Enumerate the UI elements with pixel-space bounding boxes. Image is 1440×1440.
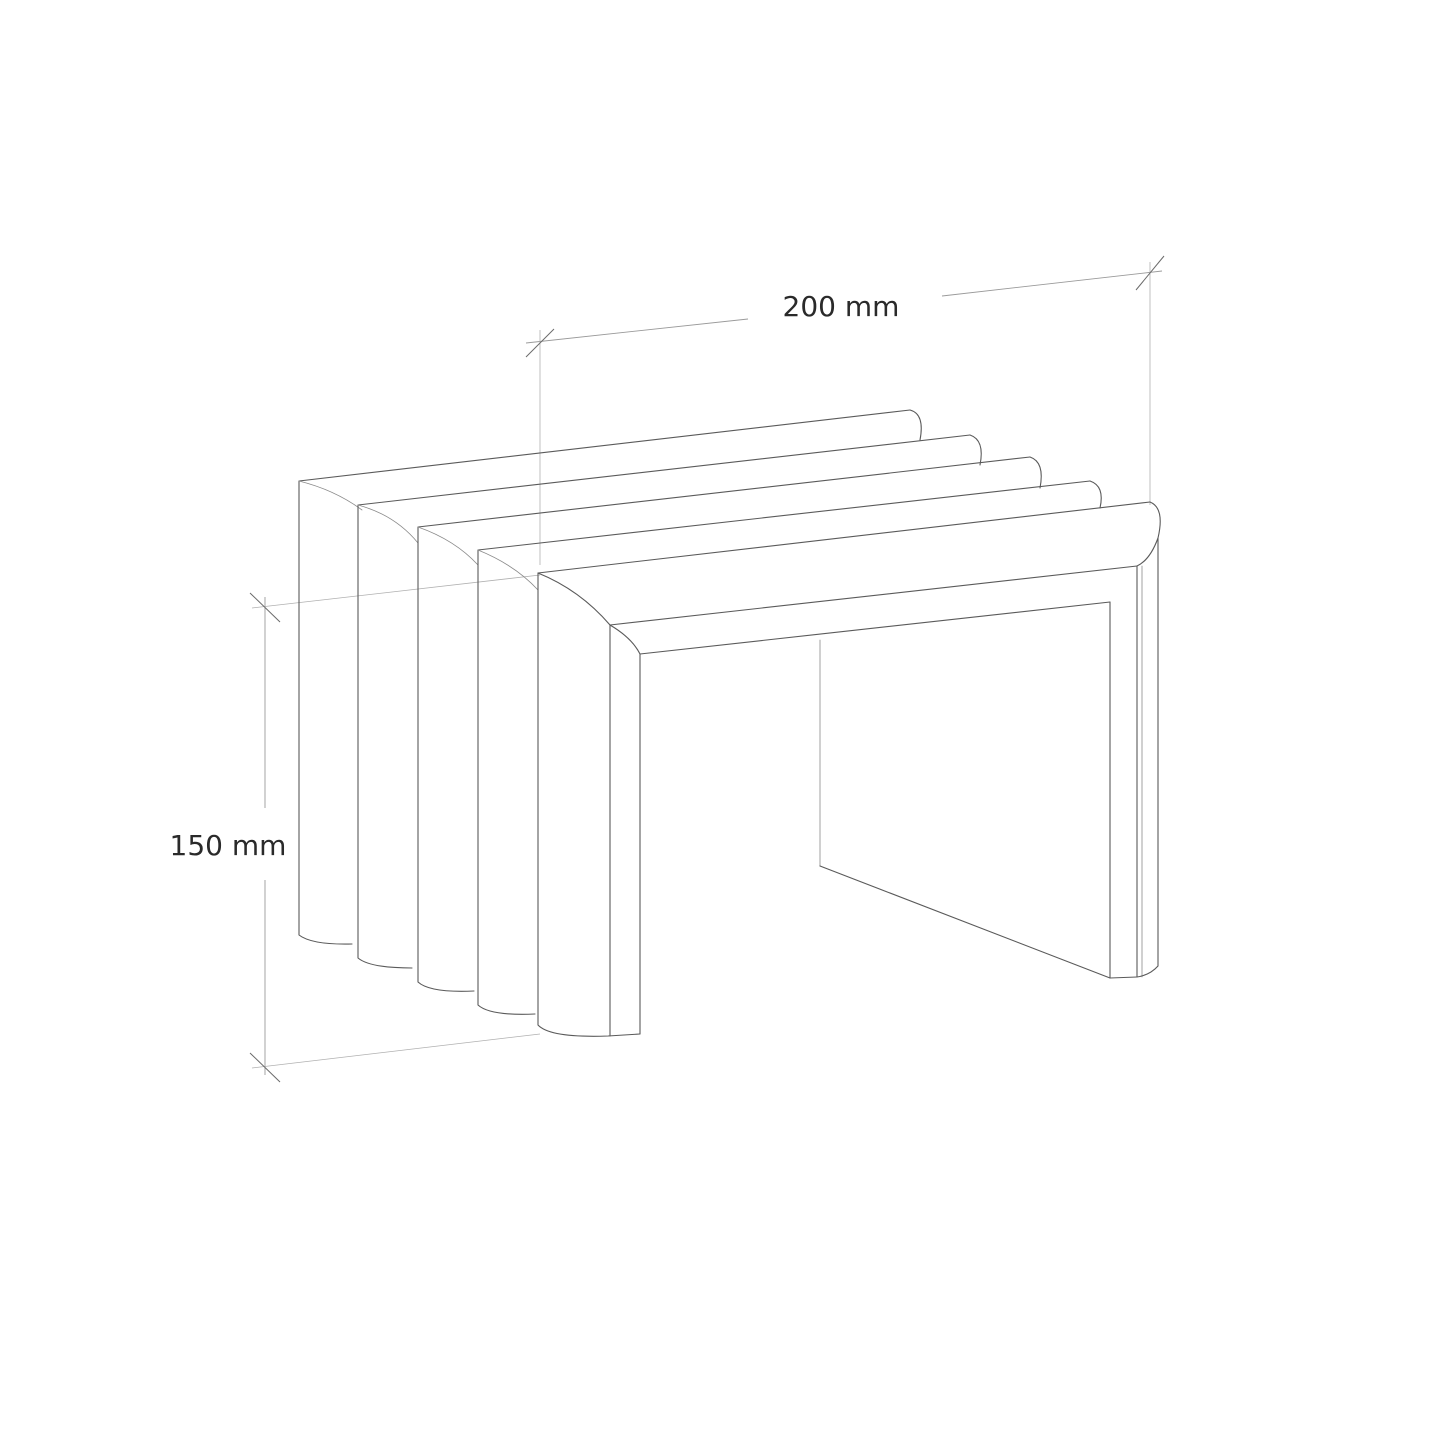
- height-tick-top: [249, 592, 281, 623]
- fin-1: [298, 409, 922, 945]
- height-dimension: 150 mm: [170, 574, 541, 1083]
- fin-2: [357, 434, 982, 969]
- width-dimension-label: 200 mm: [783, 290, 900, 323]
- width-dim-line-left: [525, 318, 749, 344]
- height-ext-line-bottom: [251, 1033, 541, 1069]
- fin-3: [417, 456, 1042, 992]
- object: [298, 409, 1161, 1037]
- height-tick-bottom: [249, 1052, 281, 1083]
- height-dimension-label: 150 mm: [170, 829, 287, 862]
- fin-5-front: [537, 501, 1161, 1037]
- width-dimension: 200 mm: [525, 255, 1165, 565]
- width-dim-line-right: [941, 270, 1163, 297]
- width-tick-left: [525, 328, 555, 358]
- width-tick-right: [1135, 255, 1165, 291]
- fin-4: [477, 480, 1102, 1015]
- height-ext-line-top: [251, 574, 541, 609]
